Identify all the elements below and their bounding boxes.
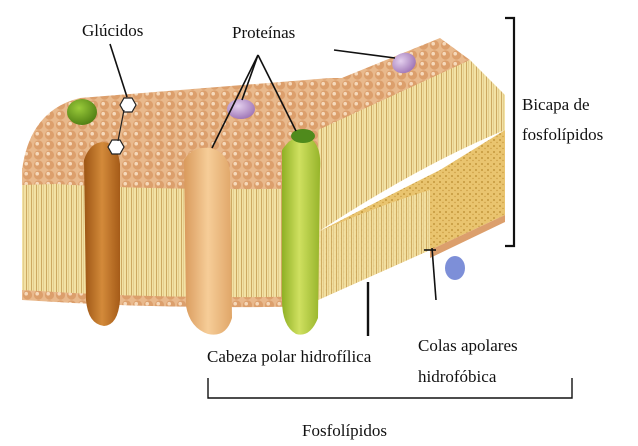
protein-green-cap	[291, 129, 315, 143]
protein-blue	[445, 256, 465, 280]
protein-peach	[184, 148, 232, 335]
leader-glucidos	[110, 44, 127, 97]
protein-brown	[84, 142, 120, 326]
label-colas-line2: hidrofóbica	[418, 361, 518, 392]
label-proteinas: Proteínas	[232, 22, 295, 43]
label-fosfolipidos: Fosfolípidos	[302, 420, 387, 441]
label-bicapa-line1: Bicapa de	[522, 90, 603, 120]
tails-front-band	[22, 175, 318, 300]
leader-lifted-protein	[334, 50, 395, 58]
protein-green	[282, 137, 320, 335]
label-glucidos: Glúcidos	[82, 20, 143, 41]
bicapa-bracket	[505, 18, 514, 246]
label-bicapa-line2: fosfolípidos	[522, 120, 603, 150]
glucid-hexagon-1	[120, 98, 136, 112]
glycoprotein-green	[67, 99, 97, 125]
label-bicapa: Bicapa de fosfolípidos	[522, 90, 603, 150]
label-colas-line1: Colas apolares	[418, 330, 518, 361]
label-colas-apolares: Colas apolares hidrofóbica	[418, 330, 518, 392]
label-cabeza-polar: Cabeza polar hidrofílica	[207, 346, 371, 367]
glucid-hexagon-2	[108, 140, 124, 154]
